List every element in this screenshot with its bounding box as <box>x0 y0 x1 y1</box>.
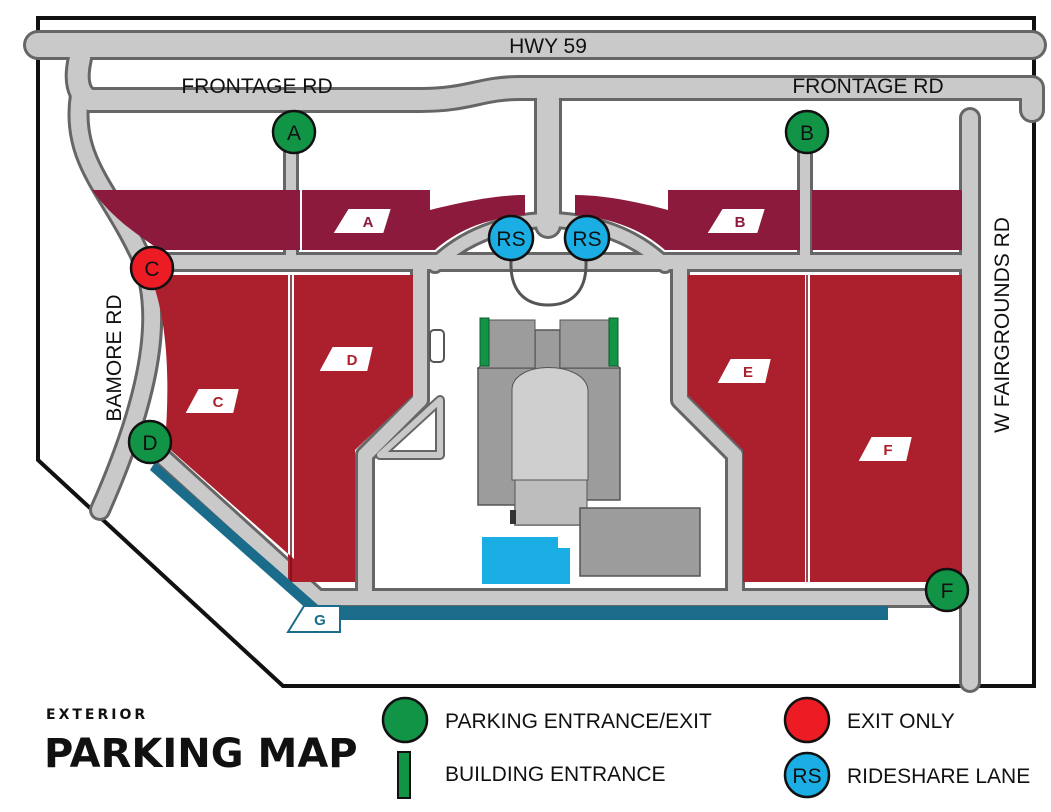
rideshare-marker-left[interactable]: RS <box>487 214 535 262</box>
road-label-frontage-left: FRONTAGE RD <box>181 75 332 98</box>
legend-rideshare-symbol: RS <box>792 765 821 788</box>
road-label-bamore: BAMORE RD <box>103 294 126 421</box>
exit-label-c: C <box>144 258 159 281</box>
lot-sign-f: F <box>855 435 915 463</box>
water-feature <box>482 537 570 584</box>
entrance-marker-a[interactable]: A <box>271 109 317 155</box>
event-building <box>476 317 701 584</box>
lot-sign-g: G <box>286 605 341 633</box>
entrance-label-f: F <box>941 580 954 603</box>
map-title: EXTERIOR PARKING MAP <box>44 707 358 777</box>
entrance-label-d: D <box>142 432 157 455</box>
lot-label-b: B <box>735 214 746 231</box>
building-entrance-left <box>479 317 490 367</box>
entrance-label-b: B <box>800 122 814 145</box>
legend: PARKING ENTRANCE/EXIT BUILDING ENTRANCE … <box>381 696 1030 799</box>
lot-g-strip-diagonal <box>150 462 318 612</box>
building-roof-lower <box>514 479 588 526</box>
lot-b-area <box>812 190 962 250</box>
parking-lots <box>92 190 962 620</box>
lot-label-d: D <box>347 352 358 369</box>
lot-label-f: F <box>883 442 892 459</box>
entrance-marker-f[interactable]: F <box>924 567 970 613</box>
lot-sign-e: E <box>714 357 774 385</box>
entrance-marker-d[interactable]: D <box>127 419 173 465</box>
legend-rideshare-label: RIDESHARE LANE <box>847 765 1030 788</box>
road-label-frontage-right: FRONTAGE RD <box>792 75 943 98</box>
title-exterior: EXTERIOR <box>46 707 148 723</box>
lot-e-area <box>688 275 805 582</box>
map-markers: A B C D F RS RS <box>127 109 970 613</box>
legend-entrance-exit: PARKING ENTRANCE/EXIT <box>381 696 712 744</box>
rideshare-loop <box>509 248 588 307</box>
rideshare-label-left: RS <box>496 228 525 251</box>
lot-label-a: A <box>363 214 374 231</box>
legend-building-entrance-label: BUILDING ENTRANCE <box>445 763 666 786</box>
building-roof <box>511 367 589 481</box>
lot-g-strip-bottom <box>340 606 888 620</box>
legend-building-entrance: BUILDING ENTRANCE <box>397 751 666 799</box>
lot-label-c: C <box>213 394 224 411</box>
road-labels: HWY 59 FRONTAGE RD FRONTAGE RD BAMORE RD… <box>103 35 1014 433</box>
entrance-marker-b[interactable]: B <box>784 109 830 155</box>
legend-exit-only-label: EXIT ONLY <box>847 710 955 733</box>
rideshare-marker-right[interactable]: RS <box>563 214 611 262</box>
building-annex <box>579 507 701 577</box>
lot-sign-d: D <box>316 345 376 373</box>
road-label-fairgrounds: W FAIRGROUNDS RD <box>991 217 1014 433</box>
legend-exit-only: EXIT ONLY <box>783 696 955 744</box>
building-entrance-right <box>608 317 619 367</box>
lot-d-area <box>294 275 413 582</box>
legend-red-circle-icon <box>783 696 831 744</box>
lot-sign-b: B <box>704 207 768 235</box>
lot-signs: A B C D E F G <box>182 207 915 633</box>
legend-rideshare: RS RIDESHARE LANE <box>783 751 1030 799</box>
lot-sign-a: A <box>330 207 394 235</box>
rideshare-label-right: RS <box>572 228 601 251</box>
title-parking-map: PARKING MAP <box>44 731 358 777</box>
lot-f-area <box>810 275 962 582</box>
lot-a-area <box>92 190 300 250</box>
legend-building-entrance-icon <box>397 751 411 799</box>
road-label-hwy-59: HWY 59 <box>509 35 587 58</box>
exit-marker-c[interactable]: C <box>129 245 175 291</box>
legend-rideshare-icon <box>783 751 831 799</box>
lot-c-area <box>150 275 320 582</box>
lot-label-g: G <box>314 612 326 629</box>
lot-sign-c: C <box>182 387 242 415</box>
lot-label-e: E <box>743 364 753 381</box>
building-door-marker <box>510 510 516 524</box>
legend-entrance-exit-label: PARKING ENTRANCE/EXIT <box>445 710 712 733</box>
legend-green-circle-icon <box>381 696 429 744</box>
building-side-door <box>429 329 445 363</box>
entrance-label-a: A <box>287 122 301 145</box>
